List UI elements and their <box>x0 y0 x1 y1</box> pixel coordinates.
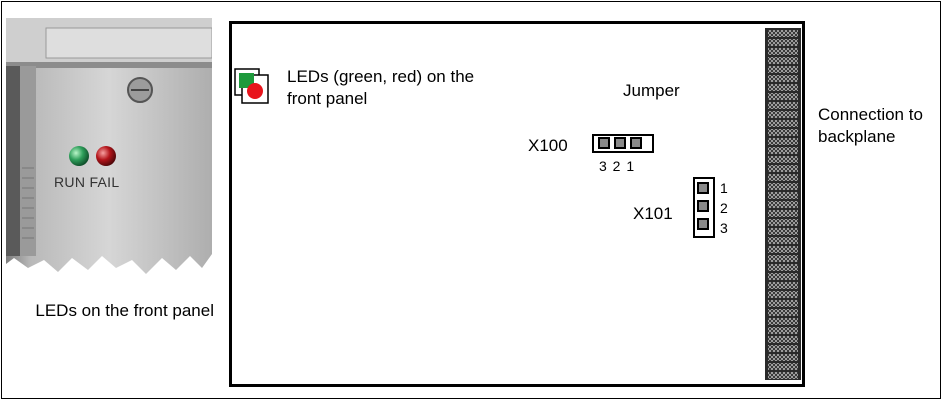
photo-caption: LEDs on the front panel <box>35 301 214 320</box>
x101-pin-1 <box>697 182 709 194</box>
connector-cell <box>768 264 798 271</box>
connector-cell <box>768 102 798 109</box>
run-led <box>69 146 89 166</box>
connector-cell <box>768 345 798 352</box>
connector-cell <box>768 318 798 325</box>
connector-cell <box>768 147 798 154</box>
connector-cell <box>768 228 798 235</box>
connector-cell <box>768 57 798 64</box>
x101-label: X101 <box>633 204 673 223</box>
x101-pin-3-number: 3 <box>720 220 728 236</box>
connector-cell <box>768 246 798 253</box>
connector-cell <box>768 174 798 181</box>
led-labels: RUN FAIL <box>54 174 119 190</box>
connector-cell <box>768 363 798 370</box>
x101-pin-3 <box>697 218 709 230</box>
connector-cell <box>768 354 798 361</box>
connector-cell <box>768 30 798 37</box>
x100-pin-2 <box>614 137 626 149</box>
backplane-connector <box>765 28 801 380</box>
connector-cell <box>768 66 798 73</box>
connector-cell <box>768 255 798 262</box>
connector-cell <box>768 237 798 244</box>
connector-cell <box>768 309 798 316</box>
x101-pin-1-number: 1 <box>720 180 728 196</box>
connection-label: Connection to backplane <box>818 105 923 146</box>
connector-cell <box>768 39 798 46</box>
x101-pin-2 <box>697 200 709 212</box>
connector-cell <box>768 210 798 217</box>
x100-pin-1 <box>630 137 642 149</box>
x100-pin-3 <box>598 137 610 149</box>
connector-cell <box>768 291 798 298</box>
connector-cell <box>768 156 798 163</box>
connector-cell <box>768 372 798 379</box>
led-legend-icon <box>234 68 269 104</box>
connector-cell <box>768 300 798 307</box>
connector-cell <box>768 192 798 199</box>
connector-cell <box>768 165 798 172</box>
connector-cell <box>768 75 798 82</box>
connector-cell <box>768 120 798 127</box>
connector-cell <box>768 282 798 289</box>
run-label: RUN <box>54 174 86 190</box>
connector-cell <box>768 111 798 118</box>
fail-label: FAIL <box>89 174 120 190</box>
x100-label: X100 <box>528 136 568 155</box>
board-outline <box>229 21 805 387</box>
x101-pin-2-number: 2 <box>720 200 728 216</box>
connector-cell <box>768 48 798 55</box>
front-panel-photo <box>6 18 212 290</box>
connector-cell <box>768 138 798 145</box>
connector-cell <box>768 201 798 208</box>
connector-cell <box>768 273 798 280</box>
connector-cell <box>768 336 798 343</box>
fail-led <box>96 146 116 166</box>
connector-cell <box>768 93 798 100</box>
connector-cell <box>768 129 798 136</box>
connector-cell <box>768 84 798 91</box>
connector-cell <box>768 219 798 226</box>
connector-cell <box>768 183 798 190</box>
led-legend-text: LEDs (green, red) on the front panel <box>287 67 475 108</box>
connector-cell <box>768 327 798 334</box>
x100-pin-numbers: 3 2 1 <box>599 158 636 174</box>
jumper-label: Jumper <box>623 81 680 100</box>
